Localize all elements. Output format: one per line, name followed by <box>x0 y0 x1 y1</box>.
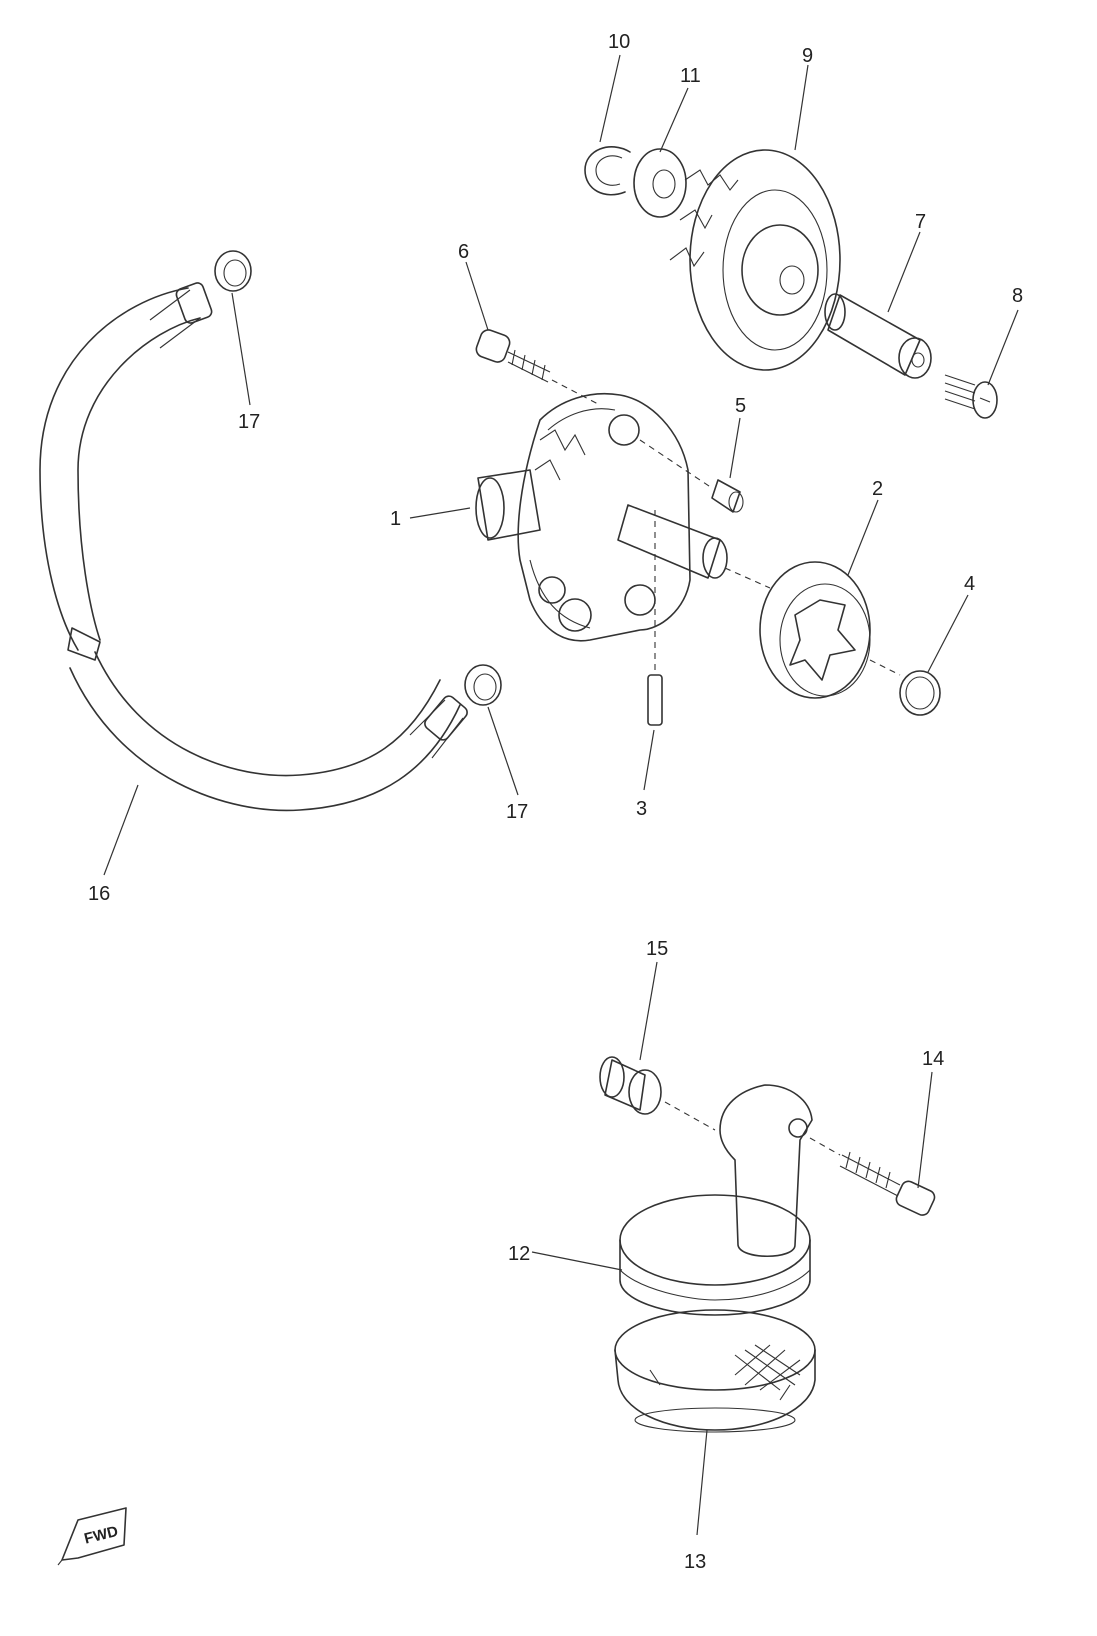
fwd-label: FWD <box>83 1523 120 1548</box>
screw-part-8 <box>944 374 998 419</box>
callout-11: 11 <box>680 65 701 87</box>
hose-clamp-part-17-upper <box>214 250 252 292</box>
hose-part-16 <box>39 282 468 812</box>
callout-1: 1 <box>390 508 401 530</box>
hose-clamp-part-17-lower <box>464 664 502 706</box>
pump-shaft <box>617 504 771 589</box>
circlip-part-10 <box>584 146 631 196</box>
shaft-part-7 <box>824 293 932 379</box>
callout-8: 8 <box>1012 285 1023 307</box>
strainer-screen-part-13 <box>614 1309 816 1433</box>
rotor-part-2 <box>759 561 901 699</box>
callout-10: 10 <box>608 31 630 53</box>
pin-part-3 <box>647 510 663 726</box>
callout-13: 13 <box>684 1551 706 1573</box>
callout-2: 2 <box>872 478 883 500</box>
callout-3: 3 <box>636 798 647 820</box>
o-ring-part-4 <box>899 670 941 716</box>
callout-16: 16 <box>88 883 110 905</box>
callout-9: 9 <box>802 45 813 67</box>
fwd-direction-marker: FWD <box>57 1507 127 1566</box>
bolt-part-14 <box>809 1137 936 1216</box>
callout-7: 7 <box>915 211 926 233</box>
collar-part-15 <box>599 1056 716 1131</box>
callout-6: 6 <box>458 241 469 263</box>
strainer-housing-part-12 <box>619 1084 813 1316</box>
callout-labels: 1 2 3 4 5 6 7 8 9 10 11 12 13 14 15 16 1… <box>88 31 1023 1573</box>
washer-part-11 <box>633 148 687 218</box>
callout-14: 14 <box>922 1048 944 1070</box>
bolt-part-6 <box>475 329 601 406</box>
callout-17-upper: 17 <box>238 411 260 433</box>
callout-15: 15 <box>646 938 668 960</box>
callout-5: 5 <box>735 395 746 417</box>
leader-lines <box>103 54 1019 1536</box>
callout-4: 4 <box>964 573 975 595</box>
dowel-pin-part-5 <box>639 439 744 513</box>
gear-part-9 <box>669 149 841 371</box>
pump-body-part-1 <box>475 392 691 642</box>
callout-17-lower: 17 <box>506 801 528 823</box>
callout-12: 12 <box>508 1243 530 1265</box>
